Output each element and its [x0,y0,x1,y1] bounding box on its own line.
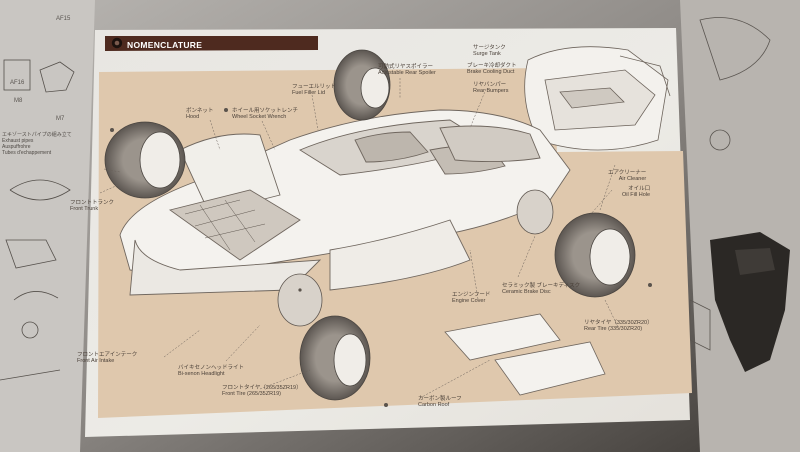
label-front-air-intake-jp: フロントエアインテーク [77,352,138,358]
label-wheel-socket-wrench-jp: ホイール用ソケットレンチ [232,108,299,114]
label-rear-spoiler: 可動式リヤスポイラー Adjustable Rear Spoiler [378,64,436,77]
label-brake-cooling-duct-en: Brake Cooling Duct [467,69,515,76]
tire-front-bottom [299,315,371,401]
left-sheet-line-3: Auspuffrohre [2,144,31,150]
right-sheet-drawings [689,17,771,351]
tire-front-trunk [104,121,186,199]
left-sheet-drawings [0,59,75,381]
label-rear-spoiler-en: Adjustable Rear Spoiler [378,70,436,77]
part-code-m8: M8 [14,98,23,104]
label-front-air-intake-en: Front Air Intake [77,358,115,365]
left-sheet-text: エキゾーストパイプの組み立て Exhaust pipes Auspuffrohr… [2,132,72,156]
label-bixenon-headlight-en: Bi-xenon Headlight [178,371,225,378]
brake-disc-rear [516,189,554,235]
carbon-roof-panel-lower [494,341,606,396]
label-front-trunk-jp: フロントトランク [70,200,115,206]
label-fuel-filler-lid-en: Fuel Filler Lid [292,90,326,97]
left-back-sheet [0,0,95,452]
label-surge-tank-en: Surge Tank [473,51,501,58]
label-fuel-filler-lid-jp: フューエルリッド [292,84,337,90]
label-front-air-intake: フロントエアインテーク Front Air Intake [77,352,137,365]
right-back-sheet [680,0,800,452]
carbon-roof-panel-upper [444,313,561,361]
car-body-drawing [119,109,571,296]
label-carbon-roof-jp: カーボン製ルーフ [418,396,462,402]
label-rear-tire-en: Rear Tire (335/30ZR20) [584,326,643,333]
label-ceramic-brake-disc-en: Ceramic Brake Disc [502,289,551,296]
label-carbon-roof-en: Carbon Roof [418,402,450,409]
tire-rear-right [554,212,636,298]
label-engine-cover-en: Engine Cover [452,298,486,305]
brake-disc-front [277,273,323,327]
label-ceramic-brake-disc: セラミック製 ブレーキディスク Ceramic Brake Disc [502,283,580,296]
label-rear-spoiler-jp: 可動式リヤスポイラー [378,64,434,70]
label-fuel-filler-lid: フューエルリッド Fuel Filler Lid [292,84,336,97]
label-oil-fill-hole: オイル口 Oil Fill Hole [622,186,650,199]
leader-lines [99,78,619,399]
label-engine-cover: エンジンフード Engine Cover [452,292,490,305]
left-sheet-line-1: エキゾーストパイプの組み立て [2,132,72,138]
label-air-cleaner-en: Air Cleaner [618,176,647,183]
label-brake-cooling-duct: ブレーキ冷却ダクト Brake Cooling Duct [467,63,517,76]
label-carbon-roof: カーボン製ルーフ Carbon Roof [418,396,462,409]
label-wheel-socket-wrench-en: Wheel Socket Wrench [232,114,287,121]
label-wheel-socket-wrench: ホイール用ソケットレンチ Wheel Socket Wrench [232,108,298,121]
label-brake-cooling-duct-jp: ブレーキ冷却ダクト [467,63,517,69]
label-front-tire-en: Front Tire (265/35ZR19) [222,391,281,398]
part-code-af16: AF16 [10,80,25,86]
tire-rear-spoiler [333,49,391,121]
label-air-cleaner: エアクリーナー Air Cleaner [608,170,646,183]
label-front-trunk: フロントトランク Front Trunk [70,200,114,213]
label-engine-cover-jp: エンジンフード [452,292,491,298]
label-front-trunk-en: Front Trunk [70,206,99,213]
label-bixenon-headlight: バイキセノンヘッドライト Bi-xenon Headlight [178,365,244,378]
label-rear-tire-jp: リヤタイヤ（335/30ZR20） [584,320,653,326]
label-rear-bumpers-en: Rear Bumpers [473,88,509,95]
left-sheet-line-4: Tubes d'echappement [2,150,52,156]
part-code-af15: AF15 [56,16,71,22]
label-bixenon-headlight-jp: バイキセノンヘッドライト [178,365,245,371]
engine-bay-drawing [524,46,671,151]
left-sheet-line-2: Exhaust pipes [2,138,34,144]
label-front-tire: フロントタイヤ（265/35ZR19） Front Tire (265/35ZR… [222,385,302,398]
label-ceramic-brake-disc-jp: セラミック製 ブレーキディスク [502,283,581,289]
label-rear-bumpers-jp: リヤバンパー [473,82,507,88]
part-code-m7: M7 [56,116,65,122]
label-hood-en: Hood [186,114,200,121]
label-surge-tank: サージタンク Surge Tank [473,45,506,58]
nut-markers [110,108,652,407]
label-front-tire-jp: フロントタイヤ（265/35ZR19） [222,385,302,391]
label-surge-tank-jp: サージタンク [473,45,506,51]
label-hood-jp: ボンネット [186,108,214,114]
label-oil-fill-hole-en: Oil Fill Hole [622,192,651,199]
label-hood: ボンネット Hood [186,108,213,121]
label-oil-fill-hole-jp: オイル口 [628,186,651,192]
label-rear-bumpers: リヤバンパー Rear Bumpers [473,82,508,95]
label-rear-tire: リヤタイヤ（335/30ZR20） Rear Tire (335/30ZR20) [584,320,653,333]
sheet-header: NOMENCLATURE [127,40,203,50]
label-air-cleaner-jp: エアクリーナー [608,170,647,176]
header-bar [105,36,318,51]
